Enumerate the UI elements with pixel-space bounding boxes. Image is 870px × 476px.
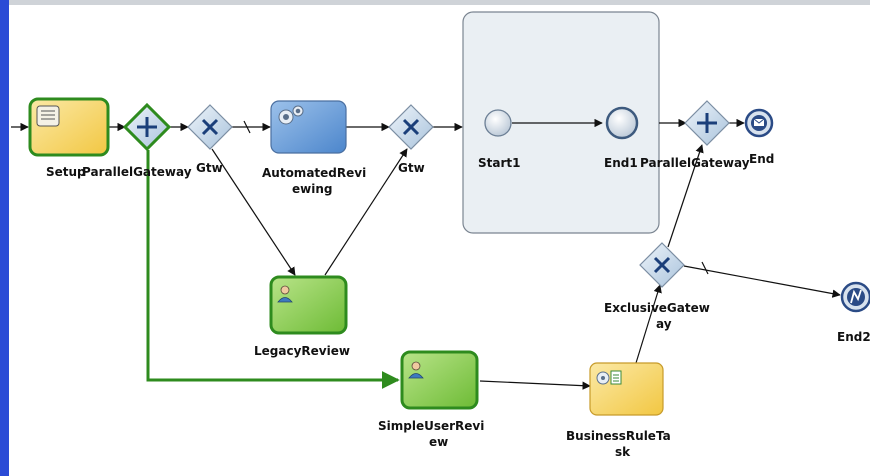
- flow-simple-business: [479, 380, 591, 390]
- flow-exgw-end2: [683, 265, 841, 298]
- business-rule-icon: [596, 370, 622, 385]
- script-icon: [36, 105, 60, 127]
- x-icon: [201, 118, 219, 136]
- business-rule-task[interactable]: [589, 362, 664, 416]
- legacy-review-task[interactable]: [269, 275, 348, 335]
- automated-reviewing-label-line1: AutomatedRevi: [262, 166, 366, 180]
- flow-gtw1-legacy: [211, 148, 296, 276]
- exclusive-gateway-label-line2: ay: [656, 317, 672, 331]
- parallel-gateway-2[interactable]: [684, 100, 730, 146]
- end2-label: End2: [837, 330, 870, 344]
- end-message-event[interactable]: [744, 108, 774, 138]
- flow-business-exgw: [635, 284, 662, 364]
- flow-legacy-gtw2: [324, 148, 408, 276]
- flow-pg1-simpleuser-selected[interactable]: [146, 150, 400, 389]
- setup-label: Setup: [46, 165, 86, 179]
- canvas-left-border: [0, 0, 9, 476]
- user-icon: [277, 285, 293, 303]
- plus-icon: [137, 117, 157, 137]
- start1-label: Start1: [478, 156, 520, 170]
- gtw-2-label: Gtw: [398, 161, 425, 175]
- plus-icon: [697, 113, 717, 133]
- parallel-gateway-2-label: ParallelGateway: [640, 156, 750, 170]
- flow-gtw1-automated-slash: [243, 120, 251, 134]
- exclusive-gateway-label-line1: ExclusiveGatew: [604, 301, 710, 315]
- connectors: [11, 118, 841, 390]
- simple-user-review-task[interactable]: [400, 350, 479, 410]
- end2-error-event[interactable]: [840, 281, 870, 313]
- gears-icon: [278, 105, 304, 125]
- exclusive-gateway-gtw-1[interactable]: [187, 104, 233, 150]
- end1-event[interactable]: [605, 106, 639, 140]
- exclusive-gateway[interactable]: [639, 242, 685, 288]
- simple-user-review-label-line1: SimpleUserRevi: [378, 419, 484, 433]
- x-icon: [653, 256, 671, 274]
- simple-user-review-label-line2: ew: [429, 435, 448, 449]
- flow-exgw-pg2: [667, 144, 704, 248]
- end-label: End: [749, 152, 774, 166]
- legacy-review-label: LegacyReview: [254, 344, 350, 358]
- message-icon: [751, 115, 767, 131]
- gtw-1-label: Gtw: [196, 161, 223, 175]
- start1-event[interactable]: [484, 109, 512, 137]
- parallel-gateway-1-label: ParallelGateway: [82, 165, 192, 179]
- automated-reviewing-label-line2: ewing: [292, 182, 332, 196]
- automated-reviewing-task[interactable]: [270, 100, 347, 154]
- flow-exgw-end2-slash: [701, 261, 709, 275]
- end1-label: End1: [604, 156, 638, 170]
- setup-task[interactable]: [28, 97, 110, 157]
- parallel-gateway-1[interactable]: [122, 102, 172, 152]
- canvas-top-border: [0, 0, 870, 5]
- business-rule-task-label-line1: BusinessRuleTa: [566, 429, 671, 443]
- business-rule-task-label-line2: sk: [615, 445, 631, 459]
- user-icon: [408, 361, 424, 379]
- x-icon: [402, 118, 420, 136]
- exclusive-gateway-gtw-2[interactable]: [388, 104, 434, 150]
- error-icon: [847, 288, 865, 306]
